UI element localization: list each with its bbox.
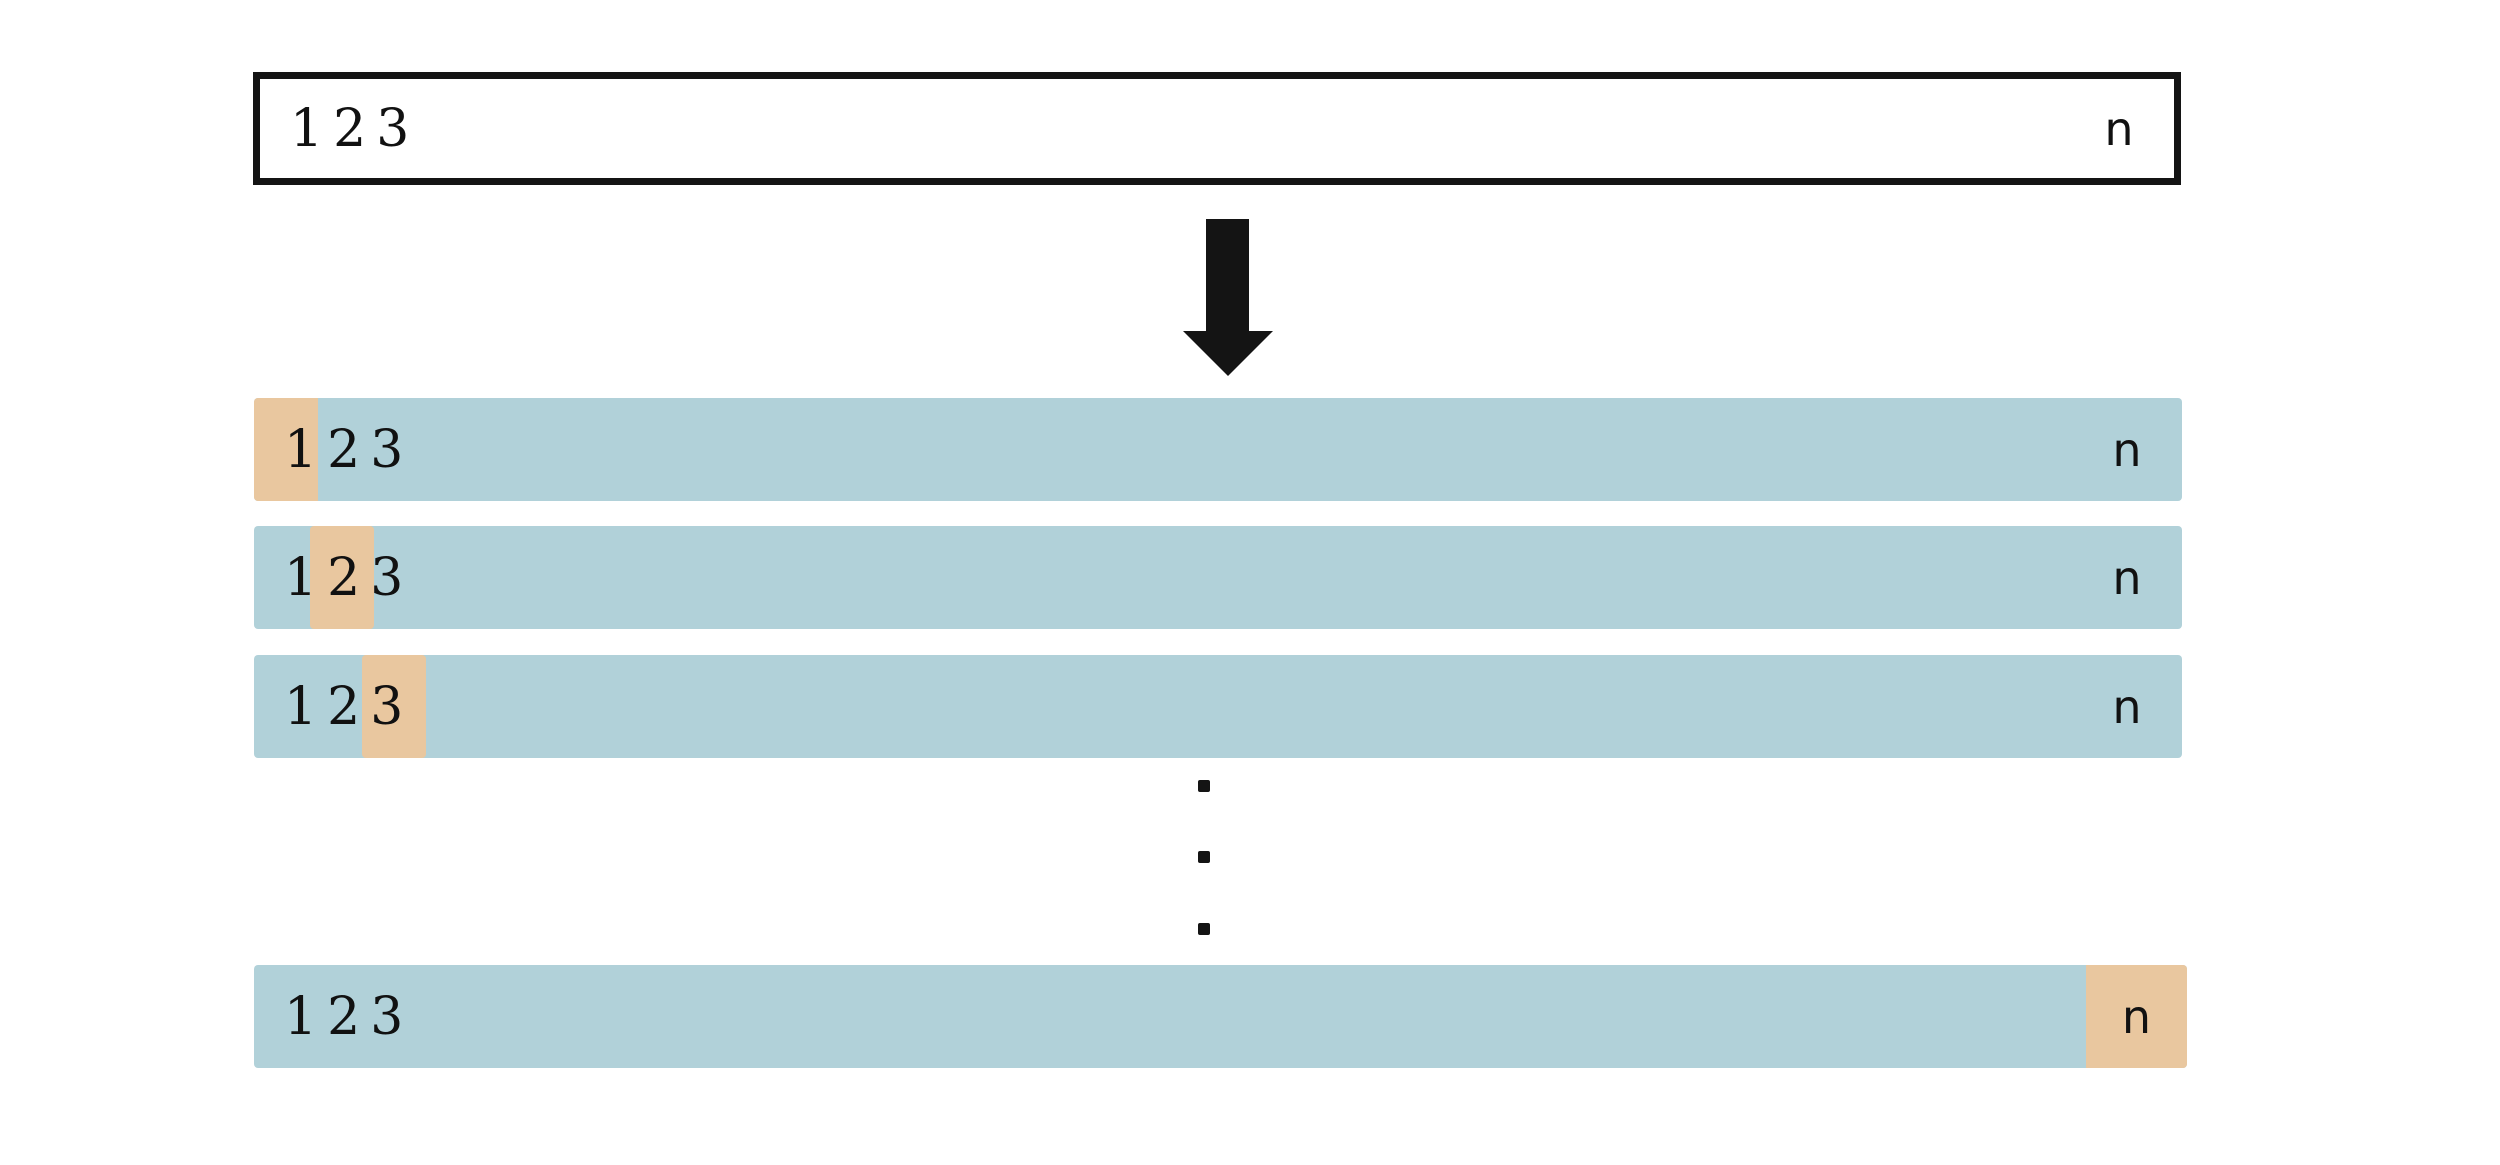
- row-3-cells: 1 2 3: [284, 655, 403, 758]
- row-2-cell-3: 3: [370, 547, 404, 608]
- row-3-cell-2: 2: [327, 676, 361, 737]
- result-row-3: 1 2 3 n: [254, 655, 2182, 758]
- source-array: 1 2 3 n: [253, 72, 2181, 185]
- highlight-cell-1: [254, 398, 318, 501]
- result-row-2: 1 2 3 n: [254, 526, 2182, 629]
- ellipsis-dot: [1198, 923, 1210, 935]
- row-3-cell-3: 3: [370, 676, 404, 737]
- row-2-cell-2: 2: [327, 547, 361, 608]
- source-cell-2: 2: [333, 98, 367, 159]
- row-3-cell-1: 1: [284, 676, 318, 737]
- row-2-cell-1: 1: [284, 547, 318, 608]
- row-2-cells: 1 2 3: [284, 526, 403, 629]
- down-arrow-icon: [1183, 219, 1273, 376]
- row-1-tail-label: n: [2112, 422, 2142, 477]
- source-cell-1: 1: [290, 98, 324, 159]
- result-row-n: 1 2 3 n: [254, 965, 2187, 1068]
- row-n-tail-label: n: [2121, 989, 2152, 1044]
- ellipsis-dot: [1198, 780, 1210, 792]
- row-n-cell-1: 1: [284, 986, 318, 1047]
- row-1-cells: 1 2 3: [284, 398, 403, 501]
- row-n-cell-2: 2: [327, 986, 361, 1047]
- source-array-tail-label: n: [2104, 101, 2134, 156]
- highlight-cell-n: [2086, 965, 2187, 1068]
- result-row-1: 1 2 3 n: [254, 398, 2182, 501]
- vertical-ellipsis-icon: [1198, 780, 1212, 945]
- ellipsis-dot: [1198, 851, 1210, 863]
- highlight-cell-2: [310, 526, 374, 629]
- row-n-cell-3: 3: [370, 986, 404, 1047]
- row-1-cell-2: 2: [327, 419, 361, 480]
- source-array-cells: 1 2 3: [290, 79, 409, 178]
- highlight-cell-3: [362, 655, 426, 758]
- row-2-tail-label: n: [2112, 550, 2142, 605]
- row-3-tail-label: n: [2112, 679, 2142, 734]
- row-n-cells: 1 2 3: [284, 965, 403, 1068]
- source-cell-3: 3: [376, 98, 410, 159]
- row-1-cell-3: 3: [370, 419, 404, 480]
- row-1-cell-1: 1: [284, 419, 318, 480]
